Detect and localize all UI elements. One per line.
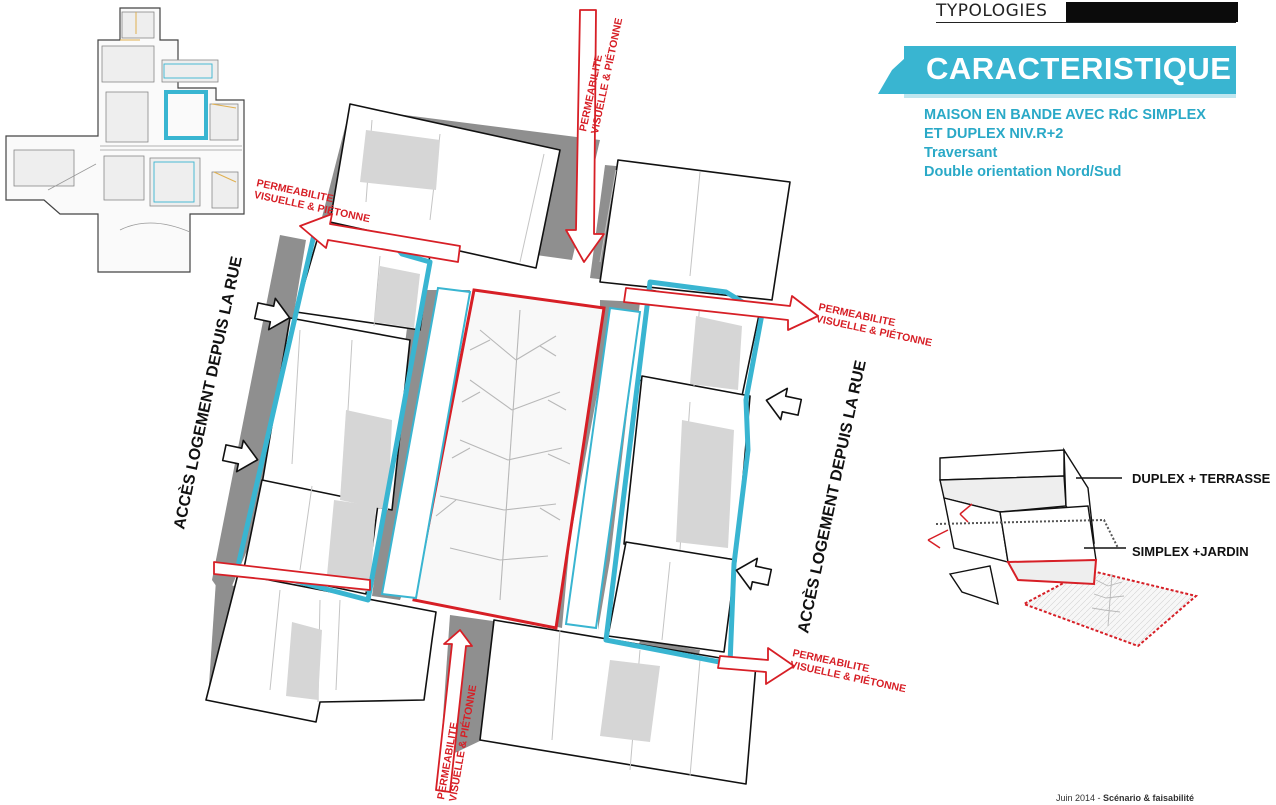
key-plan-minor-highlight xyxy=(163,63,213,79)
typology-legend: DUPLEX + TERRASSE SIMPLEX +JARDIN xyxy=(927,447,1271,648)
legend-entrance xyxy=(948,565,999,606)
key-plan-orange-lines xyxy=(120,12,237,183)
key-plan xyxy=(5,7,245,273)
key-plan-block xyxy=(101,45,155,83)
description-line-3: Traversant xyxy=(924,145,998,161)
legend-duplex-label: DUPLEX + TERRASSE xyxy=(1132,471,1271,486)
key-plan-roads xyxy=(47,145,242,233)
north-block-right xyxy=(599,159,791,301)
footer: Juin 2014 - Scénario & faisabilité xyxy=(1056,793,1194,803)
banner-underline xyxy=(904,94,1236,98)
access-arrow-west-1 xyxy=(253,297,291,331)
section-header: TYPOLOGIES xyxy=(936,0,1276,24)
legend-tree xyxy=(1091,573,1125,627)
legend-duplex-top xyxy=(939,449,1065,481)
key-plan-block xyxy=(121,11,155,39)
key-plan-block xyxy=(211,171,239,209)
permeability-label-east: PERMEABILITE VISUELLE & PIÉTONNE xyxy=(815,301,933,349)
footer-date: Juin 2014 - xyxy=(1056,793,1104,803)
key-plan-minor-highlight xyxy=(153,161,195,203)
legend-garden xyxy=(1021,568,1199,648)
description-line-2: ET DUPLEX NIV.R+2 xyxy=(924,126,1064,142)
footer-title: Scénario & faisabilité xyxy=(1103,793,1195,803)
legend-simplex-body xyxy=(999,505,1097,563)
legend-red-arrows xyxy=(927,503,973,549)
east-row-outline xyxy=(603,279,765,667)
description-line-1: MAISON EN BANDE AVEC RdC SIMPLEX xyxy=(924,107,1206,123)
garden-tree xyxy=(435,309,571,601)
key-plan-block xyxy=(103,155,145,201)
permeability-arrow-southwest xyxy=(213,561,371,591)
title-banner: CARACTERISTIQUE xyxy=(878,46,1238,98)
south-block-left xyxy=(205,573,437,723)
key-plan-block xyxy=(161,59,219,83)
legend-duplex-front xyxy=(939,475,1067,513)
east-path-strip xyxy=(564,306,642,630)
block-shading xyxy=(286,130,742,742)
permeability-arrow-southeast xyxy=(717,647,795,685)
key-plan-block xyxy=(149,157,201,207)
access-arrow-west-2 xyxy=(221,439,259,473)
legend-level-line xyxy=(935,518,1119,549)
key-plan-block xyxy=(209,103,239,141)
access-arrow-east-1 xyxy=(765,387,803,421)
key-plan-block xyxy=(105,91,149,143)
banner-tab xyxy=(904,46,1236,94)
legend-simplex-base xyxy=(1006,558,1098,586)
key-plan-highlight xyxy=(164,90,208,140)
permeability-arrow-west xyxy=(299,213,461,263)
banner-title: CARACTERISTIQUE xyxy=(926,51,1232,86)
key-plan-block xyxy=(13,149,75,187)
west-path-strip xyxy=(380,286,472,600)
section-label: TYPOLOGIES xyxy=(936,1,1048,21)
legend-simplex-label: SIMPLEX +JARDIN xyxy=(1132,544,1249,559)
permeability-arrow-south xyxy=(435,629,473,793)
permeability-label-southeast: PERMEABILITE VISUELLE & PIÉTONNE xyxy=(789,647,907,695)
header-black-bar xyxy=(1066,2,1238,22)
description-line-4: Double orientation Nord/Sud xyxy=(924,164,1122,180)
row-east-unit-3 xyxy=(607,541,737,653)
permeability-arrow-east xyxy=(623,287,819,331)
access-label-east: ACCÈS LOGEMENT DEPUIS LA RUE xyxy=(793,358,870,635)
header-rule xyxy=(936,22,1236,23)
permeability-arrow-north xyxy=(565,9,605,263)
typology-description: MAISON EN BANDE AVEC RdC SIMPLEX ET DUPL… xyxy=(924,106,1206,182)
access-arrow-east-2 xyxy=(735,557,773,591)
